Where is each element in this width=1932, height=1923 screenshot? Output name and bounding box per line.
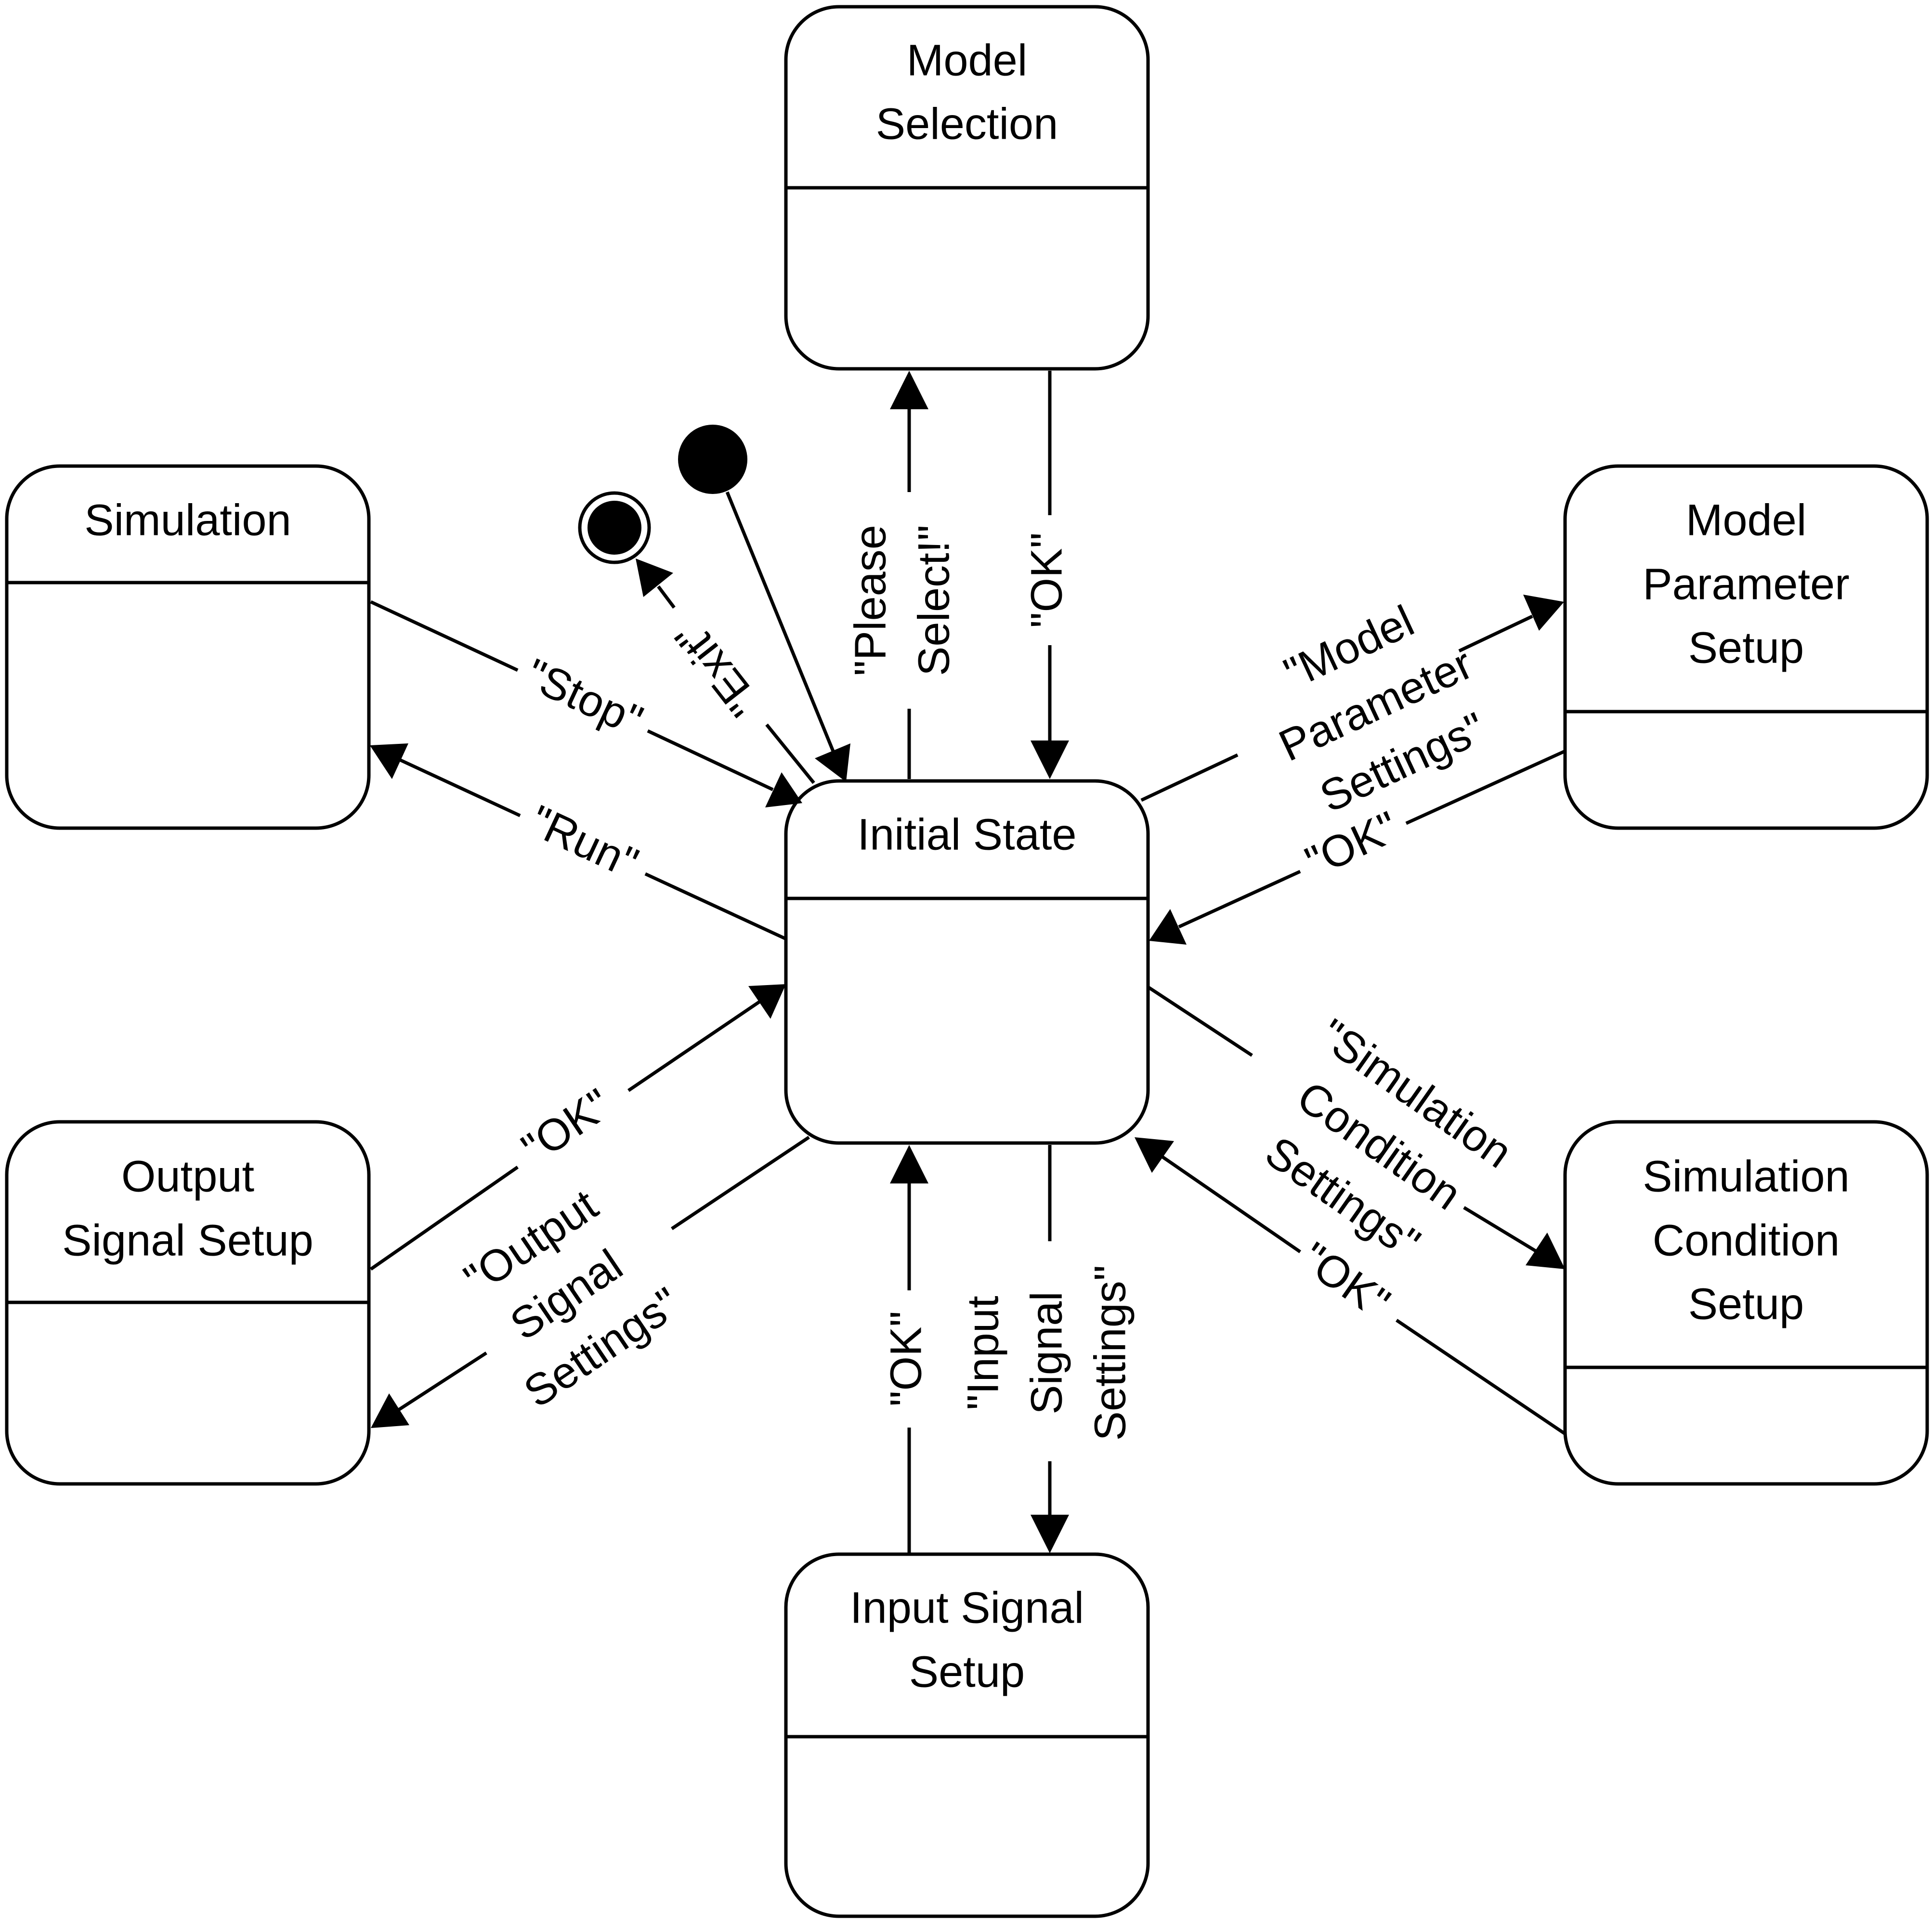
state-label-line: Model [907,36,1028,85]
initial-pseudostate-icon [678,425,747,494]
edge-line [398,1351,487,1411]
edge-label-line: Signal [1022,1291,1071,1415]
arrowhead-icon [1135,1137,1174,1173]
edge-line [1405,749,1566,825]
edge-line [671,1136,810,1230]
state-label-line: Setup [909,1647,1025,1696]
state-box [784,779,1150,1145]
edge-line [1140,753,1239,802]
edge-line [1396,1319,1566,1435]
state-label-line: Initial State [857,810,1076,859]
edge-line [647,729,774,792]
arrowhead-icon [1526,1233,1565,1269]
edge-label-line: "OK" [1022,533,1071,628]
edge-line [1463,1206,1538,1253]
edge-line [399,758,521,818]
state-box [1563,464,1929,830]
arrowhead-icon [1149,909,1187,945]
arrowhead-icon [371,1393,409,1428]
arrowhead-icon [1031,741,1069,779]
state-model-selection: Model Selection [784,5,1150,371]
state-label-line: Setup [1688,623,1804,672]
state-input-signal-setup: Input Signal Setup [784,1552,1150,1918]
transition-model-parameter-settings: "Model Parameter Settings" [1140,595,1564,822]
edge-line [370,1166,519,1271]
transition-exit: "Exit" [636,559,815,784]
transition-ok-input-signal: "OK" [881,1145,930,1554]
state-label-line: Model [1686,495,1807,545]
state-label-line: Signal Setup [62,1216,313,1265]
arrowhead-icon [815,743,850,782]
state-box [5,464,371,830]
edge-line [1160,1154,1301,1253]
state-label-line: Selection [876,99,1058,148]
final-pseudostate-icon [578,491,651,564]
edge-line [657,585,676,609]
state-label-line: Output [121,1152,254,1201]
state-box [1563,1120,1929,1486]
edge-label-line: "Input [958,1296,1007,1410]
transition-output-signal-settings: "Output Signal Settings" [371,1136,810,1428]
edge-line [627,1000,761,1092]
state-model-parameter-setup: Model Parameter Setup [1563,464,1929,830]
transition-ok-model-selection: "OK" [1022,371,1071,779]
state-label-line: Simulation [1643,1152,1850,1201]
edge-line [1178,870,1301,929]
edge-label-line: "Run" [522,796,645,888]
edge-label-line: "OK" [1298,802,1406,887]
state-initial-state: Initial State [784,779,1150,1145]
state-label-line: Simulation [84,495,291,545]
edge-label-line: "OK" [881,1311,930,1406]
arrowhead-icon [890,1145,928,1183]
edge-line [725,491,835,752]
arrowhead-icon [370,743,408,779]
arrowhead-icon [1031,1515,1069,1553]
transition-simulation-condition-settings: "Simulation Condition Settings" [1147,986,1565,1269]
state-simulation: Simulation [5,464,371,830]
state-label-line: Condition [1653,1216,1840,1265]
edge-label-line: "Please [846,525,895,676]
edge-line [1147,986,1253,1057]
edge-line [644,872,787,941]
edge-line [370,600,519,672]
arrowhead-icon [636,559,673,597]
edge-label-line: Select!" [909,525,958,676]
edge-label-line: "OK" [513,1079,620,1173]
transition-input-signal-settings: "Input Signal Settings" [958,1145,1135,1553]
arrowhead-icon [890,371,928,409]
arrowhead-icon [1523,595,1564,631]
transition-initial [725,491,850,782]
state-label-line: Input Signal [850,1583,1084,1632]
edge-label-line: Settings" [1085,1265,1135,1441]
transition-please-select: "Please Select!" [846,371,958,779]
transition-run: "Run" [370,743,787,941]
arrowhead-icon [765,772,802,807]
state-label-line: Setup [1688,1279,1804,1328]
arrowhead-icon [748,984,786,1019]
state-simulation-condition-setup: Simulation Condition Setup [1563,1120,1929,1486]
edge-line [765,723,815,784]
edge-label-line: "Stop" [518,650,650,746]
edge-label-line: "Exit" [666,612,769,726]
edge-line [1458,614,1533,653]
state-output-signal-setup: Output Signal Setup [5,1120,371,1486]
state-label-line: Parameter [1643,559,1850,609]
